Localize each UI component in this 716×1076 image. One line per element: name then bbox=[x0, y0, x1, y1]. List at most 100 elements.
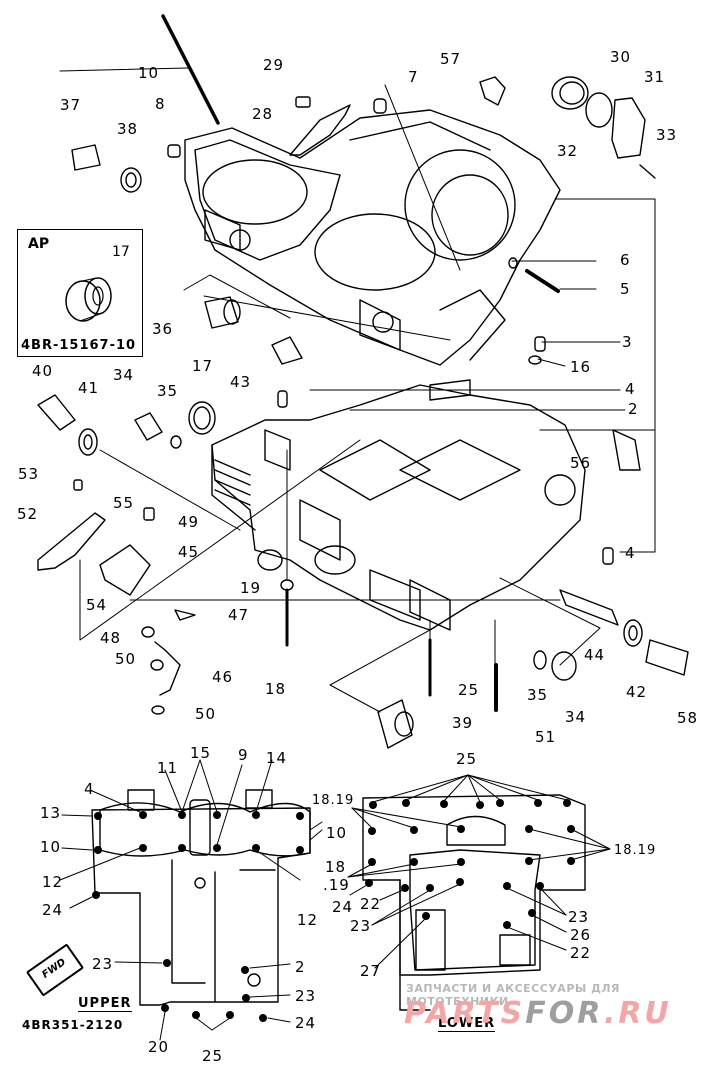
lower-callout-27: 27 bbox=[360, 962, 382, 980]
callout-35-left: 35 bbox=[157, 382, 179, 400]
callout-18: 18 bbox=[265, 680, 287, 698]
upper-callout-20: 20 bbox=[148, 1038, 170, 1056]
callout-40: 40 bbox=[32, 362, 54, 380]
upper-code: 4BR351-2120 bbox=[22, 1018, 124, 1032]
callout-10: 10 bbox=[138, 64, 160, 82]
callout-30: 30 bbox=[610, 48, 632, 66]
upper-callout-25: 25 bbox=[202, 1047, 224, 1065]
callout-4-upper: 4 bbox=[625, 380, 636, 398]
inset-title: AP bbox=[28, 236, 50, 252]
callout-45: 45 bbox=[178, 543, 200, 561]
callout-37: 37 bbox=[60, 96, 82, 114]
inset-part-number: 17 bbox=[112, 244, 130, 260]
callout-50-upper: 50 bbox=[115, 650, 137, 668]
upper-callout-12: 12 bbox=[42, 873, 64, 891]
callout-39: 39 bbox=[452, 714, 474, 732]
callout-36: 36 bbox=[152, 320, 174, 338]
callout-46: 46 bbox=[212, 668, 234, 686]
callout-34-left: 34 bbox=[113, 366, 135, 384]
callout-31: 31 bbox=[644, 68, 666, 86]
callout-56: 56 bbox=[570, 454, 592, 472]
watermark-brand-b: FOR bbox=[525, 996, 604, 1031]
upper-callout-11: 11 bbox=[157, 759, 179, 777]
small-parts-right bbox=[377, 589, 689, 749]
callout-58: 58 bbox=[677, 709, 699, 727]
upper-leaders bbox=[59, 759, 323, 1041]
callout-29: 29 bbox=[263, 56, 285, 74]
upper-callout-23-right: 23 bbox=[295, 987, 317, 1005]
lower-callout-18: 18 bbox=[325, 858, 347, 876]
lower-callout-25: 25 bbox=[456, 750, 478, 768]
upper-bolt-points bbox=[92, 811, 304, 1022]
lower-callout-18-19-right: 18.19 bbox=[614, 843, 657, 858]
callout-47: 47 bbox=[228, 606, 250, 624]
upper-callout-14: 14 bbox=[266, 749, 288, 767]
callout-16: 16 bbox=[570, 358, 592, 376]
callout-7: 7 bbox=[408, 68, 419, 86]
callout-50-lower: 50 bbox=[195, 705, 217, 723]
callout-2: 2 bbox=[628, 400, 639, 418]
callout-49: 49 bbox=[178, 513, 200, 531]
callout-41: 41 bbox=[78, 379, 100, 397]
watermark-logo: PARTSFOR.RU bbox=[404, 996, 672, 1031]
lower-callout-22-left: 22 bbox=[360, 895, 382, 913]
callout-25: 25 bbox=[458, 681, 480, 699]
callout-35-right: 35 bbox=[527, 686, 549, 704]
small-parts-left bbox=[37, 390, 641, 715]
inset-box: AP 17 4BR-15167-10 bbox=[17, 229, 143, 357]
upper-callout-10-right: 10 bbox=[326, 824, 348, 842]
callout-34-right: 34 bbox=[565, 708, 587, 726]
reference-lines bbox=[79, 84, 656, 713]
upper-callout-13: 13 bbox=[40, 804, 62, 822]
lower-bolt-points bbox=[365, 799, 575, 929]
callout-42: 42 bbox=[626, 683, 648, 701]
callout-4-lower: 4 bbox=[625, 544, 636, 562]
callout-32: 32 bbox=[557, 142, 579, 160]
upper-callout-2: 2 bbox=[295, 958, 306, 976]
callout-33: 33 bbox=[656, 126, 678, 144]
upper-callout-10: 10 bbox=[40, 838, 62, 856]
upper-callout-24-right: 24 bbox=[295, 1014, 317, 1032]
lower-case-plan bbox=[362, 794, 586, 1011]
watermark-brand-a: PARTS bbox=[404, 996, 526, 1031]
lower-title: LOWER bbox=[438, 1016, 496, 1032]
callout-43: 43 bbox=[230, 373, 252, 391]
callout-57: 57 bbox=[440, 50, 462, 68]
callout-51: 51 bbox=[535, 728, 557, 746]
lower-leaders bbox=[347, 774, 611, 969]
upper-callout-9: 9 bbox=[238, 746, 249, 764]
lower-callout-22-right: 22 bbox=[570, 944, 592, 962]
callout-55: 55 bbox=[113, 494, 135, 512]
upper-callout-12-right: 12 bbox=[297, 911, 319, 929]
callout-44: 44 bbox=[584, 646, 606, 664]
lower-callout-24: 24 bbox=[332, 898, 354, 916]
callout-54: 54 bbox=[86, 596, 108, 614]
callout-6: 6 bbox=[620, 251, 631, 269]
upper-case-plan bbox=[91, 789, 311, 1006]
callout-19: 19 bbox=[240, 579, 262, 597]
small-parts-upper bbox=[71, 76, 656, 365]
upper-crankcase bbox=[184, 109, 561, 366]
stud-bolt bbox=[59, 14, 220, 125]
upper-callout-15: 15 bbox=[190, 744, 212, 762]
callout-3: 3 bbox=[622, 333, 633, 351]
callout-53: 53 bbox=[18, 465, 40, 483]
callout-17: 17 bbox=[192, 357, 214, 375]
callout-48: 48 bbox=[100, 629, 122, 647]
lower-callout-19: .19 bbox=[323, 876, 350, 894]
callout-8: 8 bbox=[155, 95, 166, 113]
upper-callout-24: 24 bbox=[42, 901, 64, 919]
lower-callout-23-right: 23 bbox=[568, 908, 590, 926]
bearing-icon bbox=[65, 277, 112, 322]
callout-28: 28 bbox=[252, 105, 274, 123]
lower-callout-26: 26 bbox=[570, 926, 592, 944]
upper-callout-23: 23 bbox=[92, 955, 114, 973]
watermark-brand-c: .RU bbox=[603, 996, 672, 1031]
lower-callout-23-left: 23 bbox=[350, 917, 372, 935]
callout-38: 38 bbox=[117, 120, 139, 138]
callout-52: 52 bbox=[17, 505, 39, 523]
watermark-tagline: ЗАПЧАСТИ И АКСЕССУАРЫ ДЛЯ МОТОТЕХНИКИ bbox=[406, 982, 621, 1008]
upper-title: UPPER bbox=[78, 996, 132, 1012]
lower-callout-18-19-left: 18.19 bbox=[312, 793, 355, 808]
